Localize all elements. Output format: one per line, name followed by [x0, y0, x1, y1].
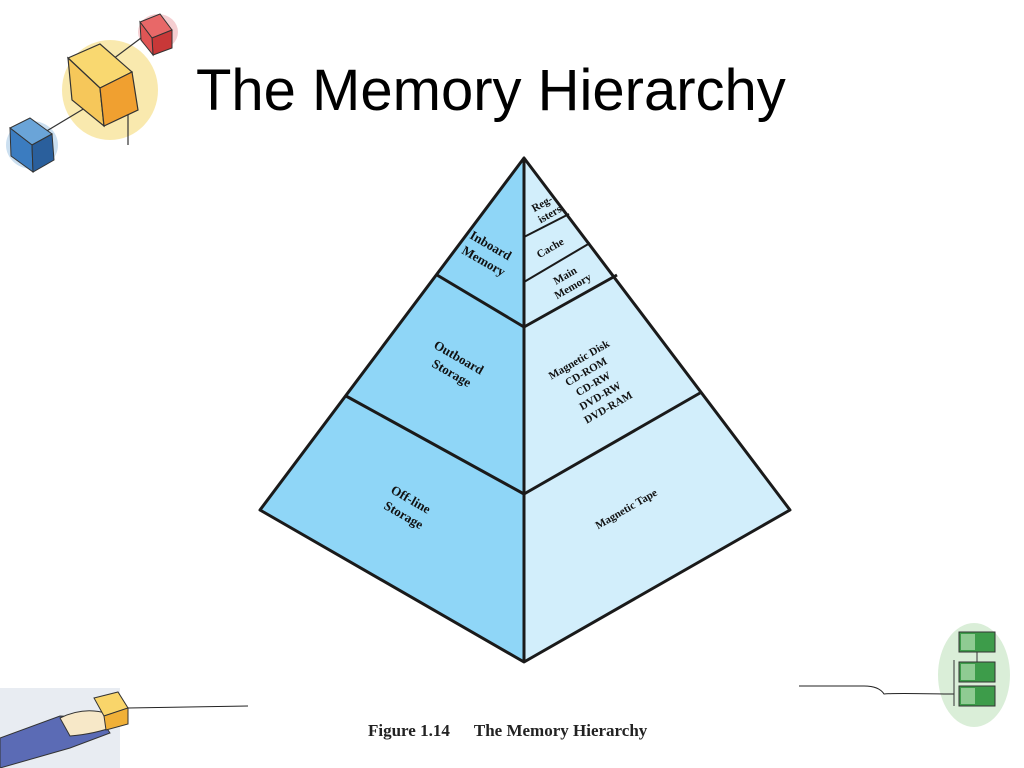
- slide-title: The Memory Hierarchy: [196, 58, 786, 123]
- caption-number: Figure 1.14: [368, 721, 450, 740]
- figure-caption: Figure 1.14 The Memory Hierarchy: [368, 721, 647, 741]
- hand-box-clipart-icon: [0, 688, 249, 768]
- pyramid-left-face: [260, 158, 524, 662]
- cubes-clipart-icon: [6, 13, 178, 174]
- caption-text: The Memory Hierarchy: [473, 721, 648, 740]
- pyramid-right-face: [524, 158, 790, 662]
- stacked-blocks-clipart-icon: [799, 623, 1010, 727]
